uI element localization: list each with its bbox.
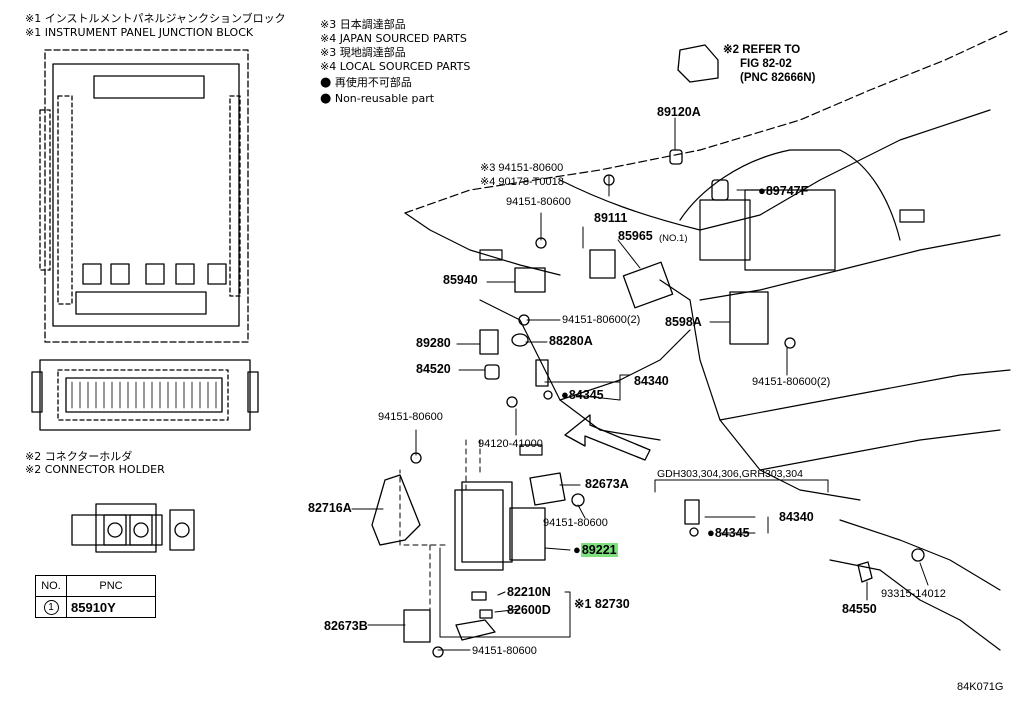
nonreusable-dot-icon: ● xyxy=(707,525,715,540)
part-89280[interactable]: 89280 xyxy=(416,336,451,350)
connector-block-drawing xyxy=(31,359,259,431)
connector-holder-drawing xyxy=(71,503,195,553)
legend-text-5: 再使用不可部品 xyxy=(334,76,412,89)
part-94151-80600-c[interactable]: 94151-80600 xyxy=(378,411,443,423)
part-84345-gdh[interactable]: ●84345 xyxy=(707,526,750,540)
junction-block-note-en: ※1 INSTRUMENT PANEL JUNCTION BLOCK xyxy=(25,26,254,39)
model-note-gdh: GDH303,304,306,GRH303,304 xyxy=(657,468,803,480)
dashboard-drawing xyxy=(404,29,1011,651)
row-pnc[interactable]: 85910Y xyxy=(66,596,156,618)
part-82673B[interactable]: 82673B xyxy=(324,619,368,633)
part-89111[interactable]: 89111 xyxy=(594,211,628,225)
part-82600D[interactable]: 82600D xyxy=(507,603,551,617)
direction-arrow xyxy=(564,414,651,461)
refer-line-3: (PNC 82666N) xyxy=(740,72,816,84)
nonreusable-dot-icon: ● xyxy=(320,91,332,106)
part-89120A[interactable]: 89120A xyxy=(657,105,701,119)
part-84520[interactable]: 84520 xyxy=(416,362,451,376)
part-82730[interactable]: ※1 82730 xyxy=(574,597,630,611)
figure-code: 84K071G xyxy=(957,681,1004,693)
nonreusable-dot-icon: ● xyxy=(758,183,766,198)
part-94151-80600-2b[interactable]: 94151-80600(2) xyxy=(752,376,831,388)
part-90178-T0018[interactable]: ※4 90178-T0018 xyxy=(480,176,564,188)
part-94151-80600-jp[interactable]: ※3 94151-80600 xyxy=(480,162,564,174)
legend-line-6: ● Non-reusable part xyxy=(320,91,435,106)
part-84345-text: 84345 xyxy=(568,388,604,402)
part-94151-80600-b[interactable]: 94151-80600 xyxy=(506,196,571,208)
legend-text-6: Non-reusable part xyxy=(334,92,435,105)
legend-line-4: ※4 LOCAL SOURCED PARTS xyxy=(320,60,471,73)
junction-block-drawing xyxy=(39,49,249,343)
part-88280A[interactable]: 88280A xyxy=(549,334,593,348)
connector-holder-note-en: ※2 CONNECTOR HOLDER xyxy=(25,463,165,476)
part-84340-gdh[interactable]: 84340 xyxy=(779,510,814,524)
part-94151-80600-d[interactable]: 94151-80600 xyxy=(543,517,608,529)
part-94151-80600-2a[interactable]: 94151-80600(2) xyxy=(562,314,641,326)
part-85940[interactable]: 85940 xyxy=(443,273,478,287)
small-parts-drawing xyxy=(371,44,925,658)
part-94151-80600-e[interactable]: 94151-80600 xyxy=(472,645,537,657)
nonreusable-dot-icon: ● xyxy=(573,542,581,557)
refer-line-1: ※2 REFER TO xyxy=(723,44,801,56)
legend-line-3: ※3 現地調達部品 xyxy=(320,46,406,59)
nonreusable-dot-icon: ● xyxy=(320,75,332,90)
part-84345-gdh-text: 84345 xyxy=(714,526,750,540)
part-93315-14012[interactable]: 93315-14012 xyxy=(881,588,946,600)
part-89747F-text: 89747F xyxy=(765,184,809,198)
part-85965[interactable]: 85965 xyxy=(618,229,653,243)
junction-block-note-jp: ※1 インストルメントパネルジャンクションブロック xyxy=(25,12,286,25)
legend-line-1: ※3 日本調達部品 xyxy=(320,18,406,31)
part-82716A[interactable]: 82716A xyxy=(308,501,352,515)
part-82210N[interactable]: 82210N xyxy=(507,585,551,599)
header-pnc: PNC xyxy=(66,575,156,597)
header-no: NO. xyxy=(35,575,67,597)
part-84550[interactable]: 84550 xyxy=(842,602,877,616)
row-no-circle: 1 xyxy=(43,599,59,615)
part-85965-no: (NO.1) xyxy=(659,233,688,244)
refer-line-2: FIG 82-02 xyxy=(740,58,792,70)
leader-lines xyxy=(351,117,929,651)
part-89747F[interactable]: ●89747F xyxy=(758,184,808,198)
nonreusable-dot-icon: ● xyxy=(561,387,569,402)
connector-holder-note-jp: ※2 コネクターホルダ xyxy=(25,450,133,463)
table-header-row: NO. PNC xyxy=(35,575,156,597)
part-94120-41000[interactable]: 94120-41000 xyxy=(478,438,543,450)
part-8598A[interactable]: 8598A xyxy=(665,315,702,329)
part-84345-main[interactable]: ●84345 xyxy=(561,388,604,402)
part-82673A[interactable]: 82673A xyxy=(585,477,629,491)
part-84340-main[interactable]: 84340 xyxy=(634,374,669,388)
part-89221[interactable]: ●89221 xyxy=(573,543,618,557)
row-no: 1 xyxy=(35,596,67,618)
pnc-table: NO. PNC 1 85910Y xyxy=(35,575,156,618)
part-89221-highlight: 89221 xyxy=(580,543,618,557)
legend-line-5: ● 再使用不可部品 xyxy=(320,75,412,90)
legend-line-2: ※4 JAPAN SOURCED PARTS xyxy=(320,32,467,45)
table-row: 1 85910Y xyxy=(35,596,156,618)
